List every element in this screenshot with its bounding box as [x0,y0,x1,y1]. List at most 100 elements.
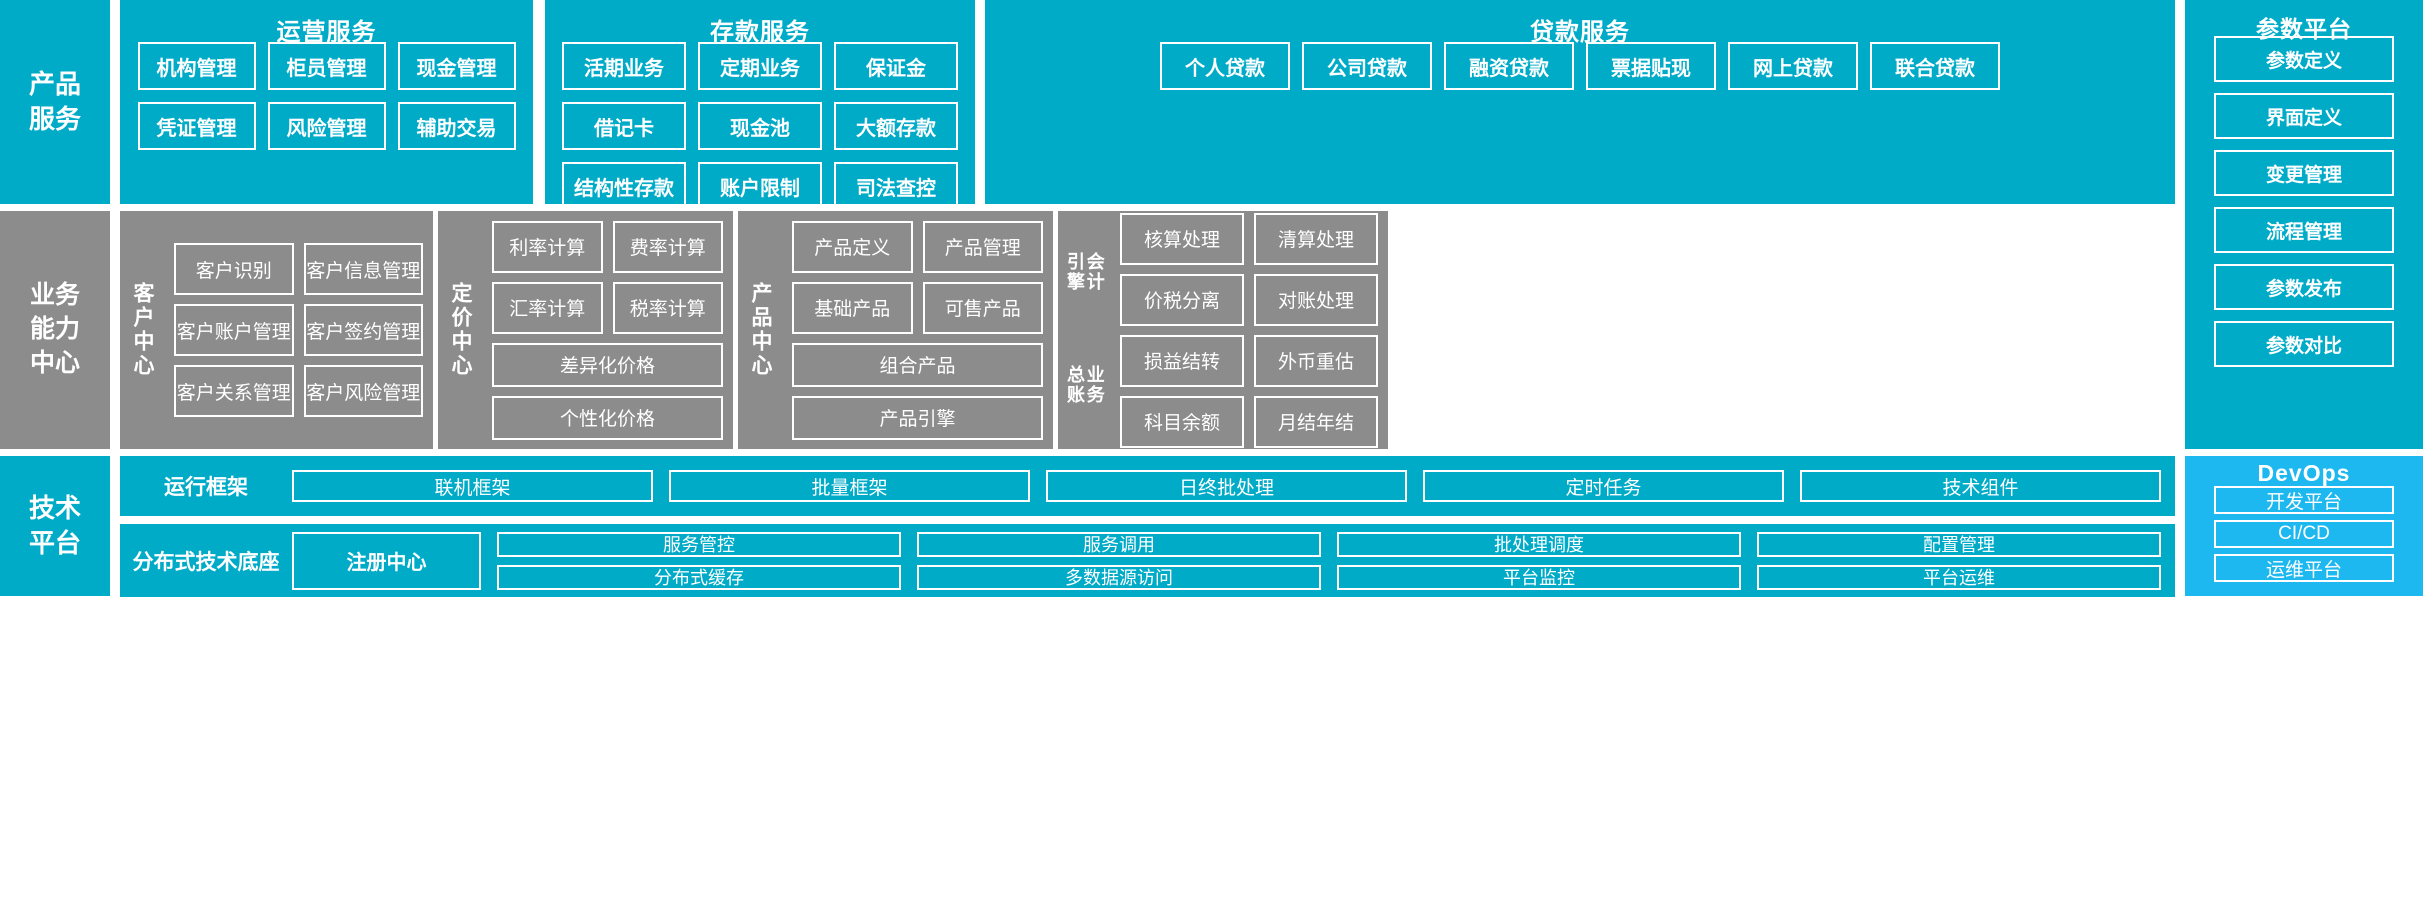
customer-center-body: 客户识别 客户信息管理 客户账户管理 客户签约管理 客户关系管理 客户风险管理 [164,211,433,449]
capability-cell[interactable]: 汇率计算 [492,281,603,334]
service-cell[interactable]: 融资贷款 [1444,42,1574,90]
panel-runtime-framework: 运行框架 联机框架 批量框架 日终批处理 定时任务 技术组件 [120,456,2175,516]
service-cell[interactable]: 风险管理 [267,102,386,150]
service-cell[interactable]: 公司贷款 [1302,42,1432,90]
service-cell[interactable]: 借记卡 [562,102,686,150]
capability-cell[interactable]: 差异化价格 [492,342,723,387]
capability-cell[interactable]: 费率计算 [612,220,723,273]
distributed-base-cells: 服务管控 服务调用 批处理调度 配置管理 分布式缓存 多数据源访问 平台监控 平… [497,531,2175,590]
product-services-row: 产品 服务 运营服务 机构管理 柜员管理 现金管理 凭证管理 风险管理 辅助交易… [0,0,2423,449]
base-cell[interactable]: 平台运维 [1757,564,2161,590]
capability-cell[interactable]: 月结年结 [1254,395,1378,448]
capability-cell[interactable]: 税率计算 [612,281,723,334]
base-cell[interactable]: 平台监控 [1337,564,1741,590]
service-cell[interactable]: 结构性存款 [562,162,686,210]
capability-cell[interactable]: 客户识别 [174,243,294,295]
product-center-body: 产品定义 产品管理 基础产品 可售产品 组合产品 产品引擎 [782,211,1053,449]
capability-cell[interactable]: 客户关系管理 [174,365,294,417]
service-cell[interactable]: 柜员管理 [267,42,386,90]
capability-cell[interactable]: 基础产品 [792,281,913,334]
base-cell[interactable]: 分布式缓存 [497,564,901,590]
service-cell[interactable]: 网上贷款 [1728,42,1858,90]
service-cell[interactable]: 联合贷款 [1870,42,2000,90]
service-cell[interactable]: 账户限制 [698,162,822,210]
accounting-center-labels: 会计引擎 业务总账 [1058,211,1110,449]
panel-title-customer-center: 客户中心 [131,282,154,378]
operation-services-grid: 机构管理 柜员管理 现金管理 凭证管理 风险管理 辅助交易 [120,34,533,150]
service-cell[interactable]: 现金管理 [397,42,516,90]
capability-cell[interactable]: 客户签约管理 [303,304,423,356]
runtime-framework-cells: 联机框架 批量框架 日终批处理 定时任务 技术组件 [292,470,2175,502]
params-item[interactable]: 参数对比 [2214,321,2394,367]
panel-pricing-center: 定价中心 利率计算 费率计算 汇率计算 税率计算 差异化价格 个性化价格 [438,211,733,449]
runtime-cell[interactable]: 日终批处理 [1046,470,1407,502]
service-cell[interactable]: 个人贷款 [1160,42,1290,90]
panel-loan-services: 贷款服务 个人贷款 公司贷款 融资贷款 票据贴现 网上贷款 联合贷款 [985,0,2175,204]
capability-cell[interactable]: 外币重估 [1254,334,1378,387]
row-label-technical-platform: 技术 平台 [0,456,110,596]
capability-cell[interactable]: 科目余额 [1120,395,1244,448]
panel-deposit-services: 存款服务 活期业务 定期业务 保证金 借记卡 现金池 大额存款 结构性存款 账户… [545,0,975,210]
runtime-cell[interactable]: 技术组件 [1800,470,2161,502]
service-cell[interactable]: 活期业务 [562,42,686,90]
capability-cell[interactable]: 个性化价格 [492,395,723,440]
service-cell[interactable]: 现金池 [698,102,822,150]
panel-customer-center: 客户中心 客户识别 客户信息管理 客户账户管理 客户签约管理 客户关系管理 客户… [120,211,433,449]
params-item[interactable]: 参数发布 [2214,264,2394,310]
panel-title-runtime-framework: 运行框架 [164,476,248,499]
base-cell[interactable]: 批处理调度 [1337,531,1741,557]
service-cell[interactable]: 票据贴现 [1586,42,1716,90]
base-row: 分布式缓存 多数据源访问 平台监控 平台运维 [497,564,2161,590]
capability-cell[interactable]: 产品引擎 [792,395,1043,440]
service-cell[interactable]: 辅助交易 [397,102,516,150]
base-cell[interactable]: 服务管控 [497,531,901,557]
capability-cell[interactable]: 客户风险管理 [303,365,423,417]
pricing-center-body: 利率计算 费率计算 汇率计算 税率计算 差异化价格 个性化价格 [482,211,733,449]
capability-cell[interactable]: 产品管理 [922,220,1043,273]
capability-cell[interactable]: 清算处理 [1254,212,1378,265]
devops-item[interactable]: 运维平台 [2214,554,2394,582]
capability-cell[interactable]: 可售产品 [922,281,1043,334]
service-cell[interactable]: 保证金 [834,42,958,90]
capability-cell[interactable]: 客户信息管理 [303,243,423,295]
row-label-business-capability: 业务 能力 中心 [0,211,110,449]
technical-platform-row: 技术 平台 运行框架 联机框架 批量框架 日终批处理 定时任务 技术组件 分布式… [0,456,2423,919]
row-label-text: 技术 平台 [28,492,81,558]
capability-cell[interactable]: 利率计算 [492,220,603,273]
panel-accounting-center: 会计引擎 业务总账 核算处理 清算处理 价税分离 对账处理 损益结转 外币重估 … [1058,211,1388,449]
capability-cell[interactable]: 损益结转 [1120,334,1244,387]
capability-cell[interactable]: 组合产品 [792,342,1043,387]
capability-row: 损益结转 外币重估 [1120,334,1378,387]
capability-cell[interactable]: 价税分离 [1120,273,1244,326]
capability-cell[interactable]: 对账处理 [1254,273,1378,326]
devops-item[interactable]: CI/CD [2214,520,2394,548]
runtime-cell[interactable]: 批量框架 [669,470,1030,502]
capability-cell[interactable]: 核算处理 [1120,212,1244,265]
service-cell[interactable]: 大额存款 [834,102,958,150]
service-cell[interactable]: 凭证管理 [137,102,256,150]
registry-center-wrap: 注册中心 [292,531,497,590]
base-cell[interactable]: 多数据源访问 [917,564,1321,590]
capability-row: 汇率计算 税率计算 [492,281,723,334]
service-cell[interactable]: 机构管理 [137,42,256,90]
panel-title-operation-services: 运营服务 [276,19,377,46]
params-item[interactable]: 界面定义 [2214,93,2394,139]
capability-cell[interactable]: 客户账户管理 [174,304,294,356]
panel-product-center: 产品中心 产品定义 产品管理 基础产品 可售产品 组合产品 产品引擎 [738,211,1053,449]
service-cell[interactable]: 司法查控 [834,162,958,210]
panel-distributed-base: 分布式技术底座 注册中心 服务管控 服务调用 批处理调度 配置管理 分布式缓存 … [120,524,2175,597]
base-cell[interactable]: 配置管理 [1757,531,2161,557]
runtime-cell[interactable]: 定时任务 [1423,470,1784,502]
base-cell[interactable]: 服务调用 [917,531,1321,557]
capability-cell[interactable]: 产品定义 [792,220,913,273]
params-item[interactable]: 流程管理 [2214,207,2394,253]
params-item[interactable]: 变更管理 [2214,150,2394,196]
service-cell[interactable]: 定期业务 [698,42,822,90]
devops-item[interactable]: 开发平台 [2214,486,2394,514]
panel-title-distributed-base: 分布式技术底座 [132,550,280,574]
registry-center-cell[interactable]: 注册中心 [292,531,481,590]
params-item[interactable]: 参数定义 [2214,36,2394,82]
runtime-cell[interactable]: 联机框架 [292,470,653,502]
panel-title-product-center: 产品中心 [749,282,772,378]
